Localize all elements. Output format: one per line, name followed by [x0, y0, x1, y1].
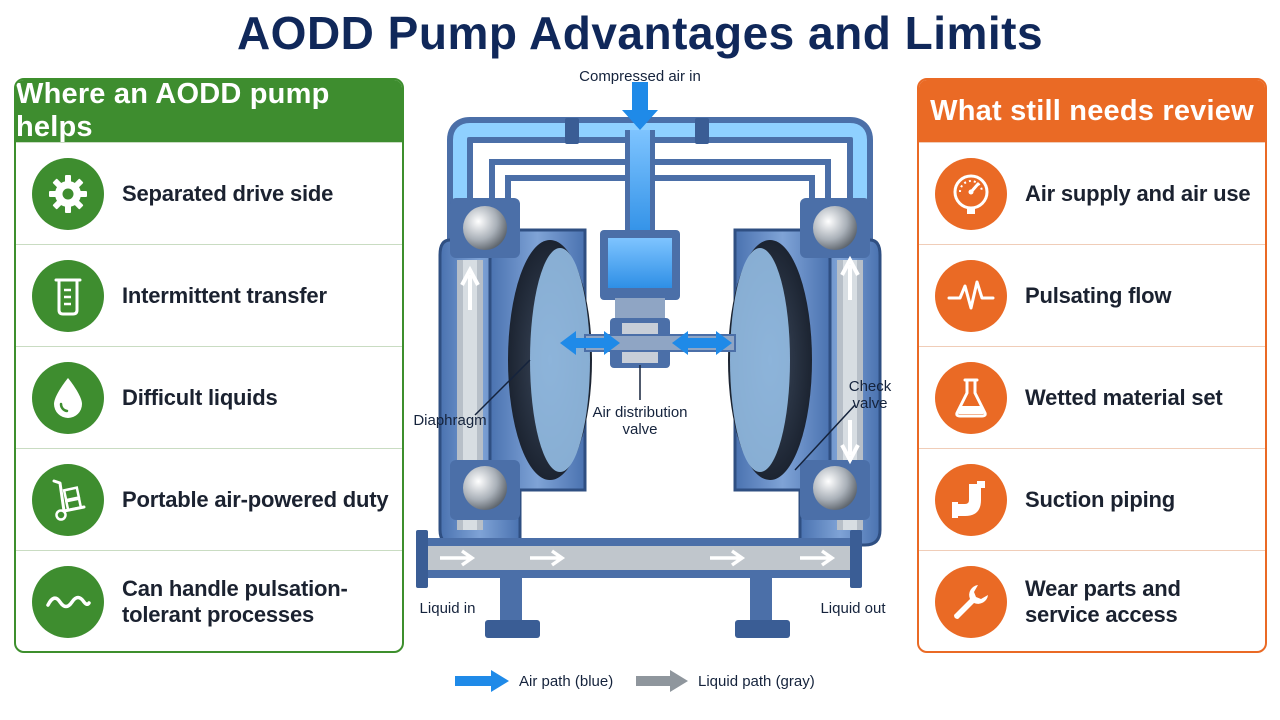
pressure-gauge-icon [935, 157, 1007, 230]
limit-item-suction-piping: Suction piping [919, 448, 1265, 550]
legend-air: Air path (blue) [453, 668, 613, 694]
wrench-icon [935, 565, 1007, 638]
pulse-icon [935, 259, 1007, 332]
page-title: AODD Pump Advantages and Limits [236, 7, 1044, 59]
air-valve-label: Air distribution valve [592, 404, 688, 439]
gray-arrow-icon [636, 670, 688, 692]
gear-icon [32, 157, 104, 230]
legend-liquid-label: Liquid path (gray) [698, 672, 815, 690]
flask-icon [935, 361, 1007, 434]
limit-item-wear-parts: Wear parts and service access [919, 550, 1265, 651]
advantage-item-portable-duty: Portable air-powered duty [16, 448, 402, 550]
advantage-item-separated-drive: Separated drive side [16, 142, 402, 244]
advantage-label: Can handle pulsation-tolerant processes [122, 575, 348, 627]
advantage-label: Intermittent transfer [122, 282, 327, 308]
legend-liquid: Liquid path (gray) [634, 668, 815, 694]
limit-item-wetted-materials: Wetted material set [919, 346, 1265, 448]
advantage-item-pulsation-tolerant: Can handle pulsation-tolerant processes [16, 550, 402, 651]
legend-air-label: Air path (blue) [519, 672, 614, 690]
advantages-panel: Where an AODD pump helps Separated drive… [14, 78, 404, 653]
liquid-in-label: Liquid in [419, 600, 476, 617]
advantage-label: Separated drive side [122, 180, 334, 206]
air-inlet-arrow [622, 82, 658, 130]
wave-icon [32, 565, 104, 638]
limit-label: Air supply and air use [1025, 180, 1251, 206]
limit-item-pulsating-flow: Pulsating flow [919, 244, 1265, 346]
pump-diagram: Compressed air in Check valve Diaphragm … [410, 60, 910, 720]
limit-item-air-supply: Air supply and air use [919, 142, 1265, 244]
limit-label: Suction piping [1025, 486, 1175, 512]
air-arrow-right [672, 331, 732, 355]
advantage-item-difficult-liquids: Difficult liquids [16, 346, 402, 448]
air-arrow-left [560, 331, 620, 355]
compressed-air-label: Compressed air in [579, 68, 701, 85]
advantage-item-intermittent-transfer: Intermittent transfer [16, 244, 402, 346]
advantage-label: Difficult liquids [122, 384, 278, 410]
limit-label: Wear parts and service access [1025, 575, 1181, 627]
pipe-elbow-icon [935, 463, 1007, 536]
beaker-icon [32, 259, 104, 332]
pump-illustration [416, 82, 882, 638]
diaphragm-label: Diaphragm [413, 412, 487, 429]
hand-truck-icon [32, 463, 104, 536]
advantage-label: Portable air-powered duty [122, 486, 389, 512]
advantages-header: Where an AODD pump helps [16, 80, 402, 143]
limit-label: Pulsating flow [1025, 282, 1172, 308]
blue-arrow-icon [455, 670, 509, 692]
limit-label: Wetted material set [1025, 384, 1223, 410]
limits-header: What still needs review [919, 80, 1265, 142]
liquid-out-label: Liquid out [820, 600, 886, 617]
limits-panel: What still needs review Air supply and a… [917, 78, 1267, 653]
droplet-icon [32, 361, 104, 434]
check-valve-label: Check valve [848, 378, 892, 413]
